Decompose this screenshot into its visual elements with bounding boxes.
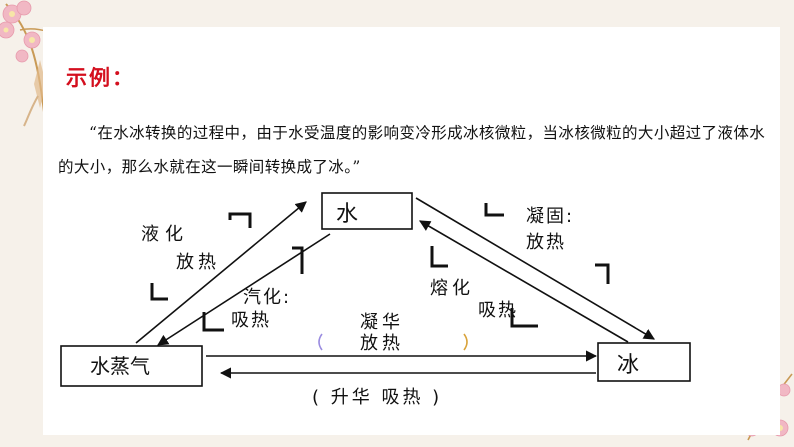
- water-label: 水: [336, 202, 358, 227]
- phase-change-diagram: 水 水蒸气 冰 液化 放热 汽化: 吸热 凝固: 放热 熔化 吸热 凝华 放热 …: [60, 192, 691, 408]
- section-title: 示例：: [66, 66, 135, 90]
- vaporization-label: 汽化:: [243, 287, 291, 308]
- liquefaction-arrow: [135, 201, 307, 344]
- melting-arrow: [419, 220, 629, 343]
- solidification-arrow: [415, 197, 655, 340]
- desublimation-right-paren: [463, 333, 468, 351]
- vaporization-heat-label: 吸热: [231, 310, 271, 331]
- solidification-label: 凝固:: [526, 206, 574, 227]
- desublimation-heat-label: 放热: [360, 333, 404, 354]
- liquefaction-heat-label: 放热: [176, 252, 220, 273]
- water-box: [321, 192, 413, 230]
- vapor-box: [60, 345, 203, 387]
- melting-heat-label: 吸热: [478, 300, 518, 321]
- liquefaction-label: 液化: [141, 224, 189, 245]
- vapor-label: 水蒸气: [90, 354, 150, 378]
- quote-paragraph: “在水冰转换的过程中，由于水受温度的影响变冷形成冰核微粒，当冰核微粒的大小超过了…: [58, 124, 766, 176]
- desublimation-label: 凝华: [360, 312, 404, 333]
- desublimation-left-paren: [318, 333, 323, 351]
- melting-label: 熔化: [430, 278, 474, 299]
- ice-box: [597, 342, 691, 382]
- ice-label: 冰: [617, 353, 639, 378]
- bracket-marks: [150, 203, 610, 332]
- solidification-heat-label: 放热: [526, 232, 566, 253]
- sublimation-label: ( 升华 吸热 ): [312, 387, 442, 408]
